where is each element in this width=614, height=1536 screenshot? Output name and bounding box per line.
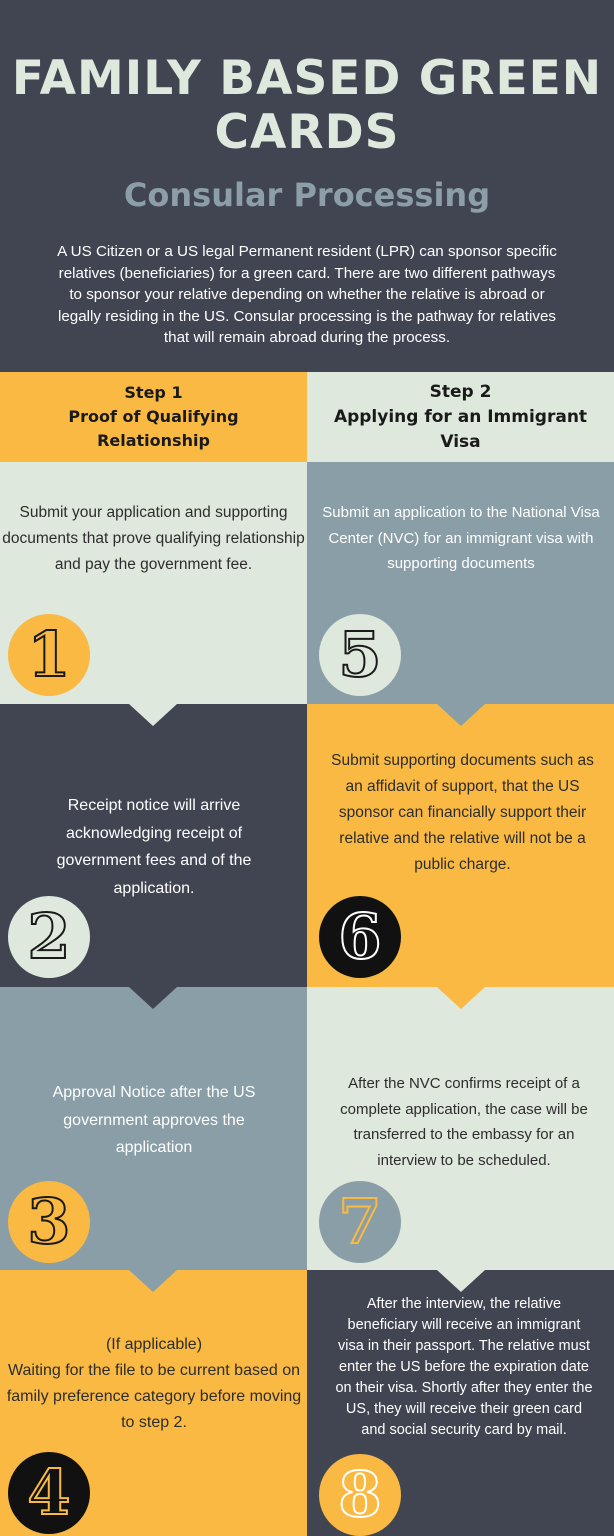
connector-arrow-3-4 bbox=[129, 1270, 177, 1292]
page-title: FAMILY BASED GREEN CARDS bbox=[0, 52, 614, 160]
header: FAMILY BASED GREEN CARDS Consular Proces… bbox=[0, 0, 614, 372]
item-4-text: (If applicable) Waiting for the file to … bbox=[4, 1332, 304, 1436]
subtitle: Consular Processing bbox=[123, 176, 491, 214]
step-1-title-line1: Proof of Qualifying bbox=[68, 407, 239, 426]
step-1-title-line2: Relationship bbox=[97, 431, 210, 450]
number-6-badge: 6 bbox=[319, 896, 401, 978]
connector-arrow-5-6 bbox=[437, 704, 485, 726]
step-2-title-line2: Visa bbox=[440, 431, 481, 452]
item-1-text: Submit your application and supporting d… bbox=[2, 504, 305, 573]
item-8-text: After the interview, the relative benefi… bbox=[335, 1296, 593, 1438]
number-4-badge: 4 bbox=[8, 1452, 90, 1534]
step-1-label: Step 1 bbox=[124, 383, 183, 402]
title-line-2: CARDS bbox=[214, 105, 400, 160]
number-2-badge: 2 bbox=[8, 896, 90, 978]
item-5-text: Submit an application to the National Vi… bbox=[322, 504, 600, 572]
connector-arrow-1-2 bbox=[129, 704, 177, 726]
number-1-badge: 1 bbox=[8, 614, 90, 696]
title-line-1: FAMILY BASED GREEN bbox=[11, 51, 603, 106]
item-7-text: After the NVC confirms receipt of a comp… bbox=[340, 1075, 588, 1169]
step-1-header: Step 1 Proof of Qualifying Relationship bbox=[0, 372, 307, 462]
step-2-header: Step 2 Applying for an Immigrant Visa bbox=[307, 372, 614, 462]
item-3-cell: Approval Notice after the US government … bbox=[0, 987, 307, 1270]
item-6-text: Submit supporting documents such as an a… bbox=[331, 752, 594, 873]
item-8-cell: After the interview, the relative benefi… bbox=[307, 1270, 614, 1536]
step-2-label: Step 2 bbox=[429, 381, 492, 402]
item-5-cell: Submit an application to the National Vi… bbox=[307, 462, 614, 704]
item-2-text: Receipt notice will arrive acknowledging… bbox=[56, 797, 252, 897]
item-4-cell: (If applicable) Waiting for the file to … bbox=[0, 1270, 307, 1536]
intro-paragraph: A US Citizen or a US legal Permanent res… bbox=[57, 243, 557, 346]
item-4-description: Waiting for the file to be current based… bbox=[6, 1362, 302, 1431]
item-3-text: Approval Notice after the US government … bbox=[52, 1084, 256, 1156]
connector-arrow-2-3 bbox=[129, 987, 177, 1009]
item-6-cell: Submit supporting documents such as an a… bbox=[307, 704, 614, 987]
connector-arrow-7-8 bbox=[437, 1270, 485, 1292]
connector-arrow-6-7 bbox=[437, 987, 485, 1009]
number-5-badge: 5 bbox=[319, 614, 401, 696]
step-2-title-line1: Applying for an Immigrant bbox=[333, 406, 588, 427]
number-3-badge: 3 bbox=[8, 1181, 90, 1263]
item-4-conditional: (If applicable) bbox=[105, 1336, 203, 1353]
item-2-cell: Receipt notice will arrive acknowledging… bbox=[0, 704, 307, 987]
item-7-cell: After the NVC confirms receipt of a comp… bbox=[307, 987, 614, 1270]
number-7-badge: 7 bbox=[319, 1181, 401, 1263]
item-1-cell: Submit your application and supporting d… bbox=[0, 462, 307, 704]
number-8-badge: 8 bbox=[319, 1454, 401, 1536]
